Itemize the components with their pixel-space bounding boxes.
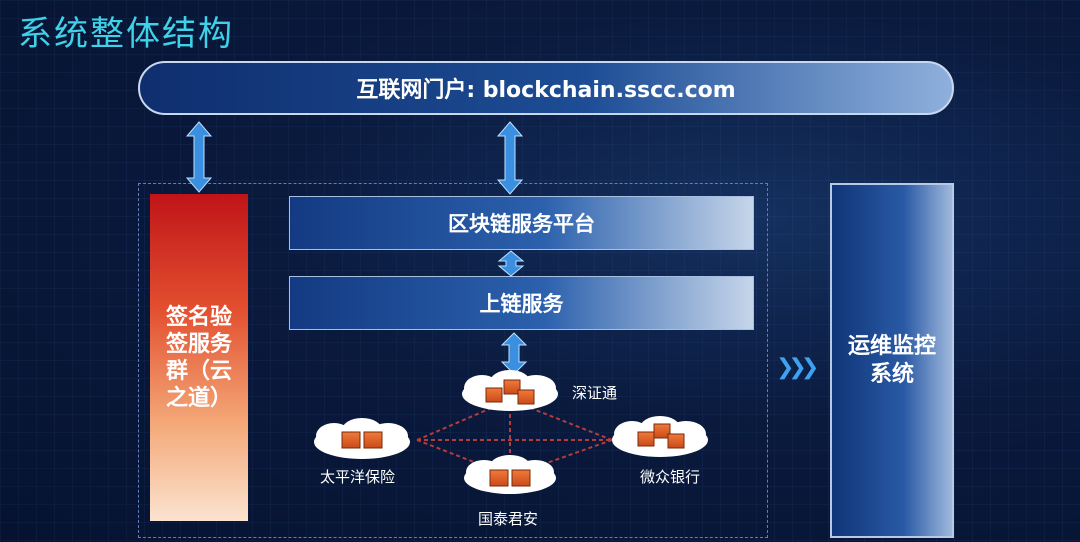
node-cloud-shenzhentong [462, 370, 558, 411]
ops-monitoring-box: 运维监控系统 [830, 183, 954, 538]
internet-portal-bar: 互联网门户: blockchain.sscc.com [138, 61, 954, 115]
double-arrow-portal-platform [496, 121, 524, 195]
onchain-service-bar: 上链服务 [289, 276, 754, 330]
node-label-shenzhentong: 深证通 [572, 384, 618, 402]
node-cloud-pacific-insurance [314, 418, 410, 459]
node-cloud-webank [612, 416, 708, 457]
double-arrow-portal-signature [185, 121, 213, 193]
chevron-right-icon: ❯❯❯ [776, 355, 819, 380]
node-label-guotai-junan: 国泰君安 [478, 510, 539, 528]
signature-service-label: 签名验签服务群（云之道） [165, 304, 232, 411]
internet-portal-label: 互联网门户: blockchain.sscc.com [356, 78, 736, 103]
system-boundary-box [138, 183, 768, 538]
node-cloud-guotai-junan [464, 455, 556, 494]
onchain-service-label: 上链服务 [479, 292, 564, 316]
blockchain-platform-bar: 区块链服务平台 [289, 196, 754, 250]
signature-service-box: 签名验签服务群（云之道） [150, 194, 248, 521]
double-arrow-platform-onchain [497, 250, 525, 277]
node-label-pacific-insurance: 太平洋保险 [320, 468, 396, 486]
double-arrow-onchain-nodes [500, 332, 528, 375]
ops-monitoring-label: 运维监控系统 [847, 333, 936, 387]
blockchain-platform-label: 区块链服务平台 [448, 212, 595, 236]
node-label-webank: 微众银行 [640, 468, 701, 486]
slide-title: 系统整体结构 [18, 14, 234, 54]
